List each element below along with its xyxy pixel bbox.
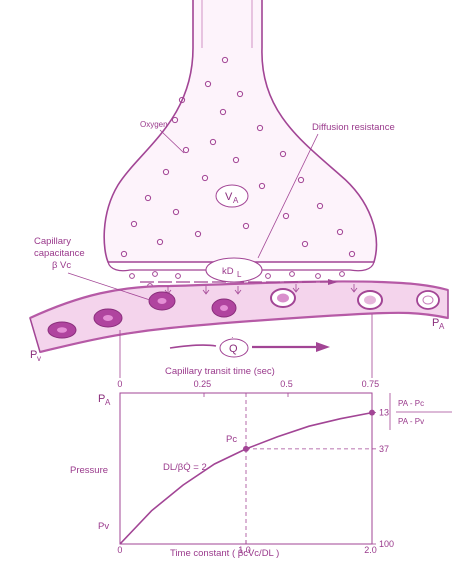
top-tick-label: 0.25 — [194, 379, 212, 389]
red-blood-cell-icon — [149, 292, 175, 310]
top-tick-label: 0 — [117, 379, 122, 389]
point-label-pc: Pc — [226, 434, 237, 445]
svg-text:capacitance: capacitance — [34, 248, 85, 259]
oxygen-label: Oxygen — [140, 120, 168, 129]
red-blood-cell-icon — [212, 299, 236, 317]
red-blood-cell-icon — [94, 309, 122, 327]
bottom-tick-label: 0 — [117, 545, 122, 555]
svg-text:Vc: Vc — [60, 260, 71, 271]
right-tick-label: 37 — [379, 444, 389, 454]
red-blood-cell-icon — [48, 322, 76, 338]
blood-flow-symbol: Q · — [220, 333, 248, 357]
diffusion-resistance-label: Diffusion resistance — [312, 122, 395, 133]
top-tick-label: 0.75 — [362, 379, 380, 389]
membrane-diffusion-symbol: kD L — [206, 258, 262, 282]
x-axis-label: Time constant ( βcVc/DL ) — [170, 548, 279, 559]
y-top-label: P A — [98, 393, 111, 407]
svg-text:L: L — [237, 270, 242, 279]
right-tick-label: 100 — [379, 539, 394, 549]
alveolus — [104, 0, 376, 271]
y-bottom-label: Pv — [98, 521, 109, 532]
svg-text:Q: Q — [229, 343, 238, 355]
top-tick-label: 0.5 — [280, 379, 293, 389]
svg-text:kD: kD — [222, 266, 234, 277]
highlight-point — [243, 446, 249, 452]
svg-text:v: v — [37, 354, 41, 363]
red-blood-cell-icon — [417, 291, 439, 309]
svg-text:A: A — [105, 398, 111, 407]
pressure-chart: P A Pressure Pv DL/βQ̇ = 2 Pc Time const… — [70, 379, 452, 559]
curve-annotation: DL/βQ̇ = 2 — [163, 462, 207, 473]
alveolar-pressure-label-vessel: P A — [432, 317, 445, 331]
svg-text:Capillary: Capillary — [34, 236, 71, 247]
flow-arrow-icon — [170, 342, 330, 352]
svg-text:·: · — [231, 333, 234, 342]
red-blood-cell-icon — [271, 289, 295, 307]
right-tick-label: 13 — [379, 408, 389, 418]
svg-text:V: V — [225, 191, 233, 203]
red-blood-cell-icon — [358, 291, 382, 309]
bottom-tick-label: 1.0 — [238, 545, 251, 555]
y-axis-label: Pressure — [70, 465, 108, 476]
svg-text:β: β — [52, 260, 58, 271]
svg-text:PA - Pc: PA - Pc — [398, 399, 424, 408]
alveolar-volume-symbol: V A — [216, 185, 248, 207]
bottom-tick-label: 2.0 — [364, 545, 377, 555]
svg-text:PA - Pv: PA - Pv — [398, 417, 424, 426]
ratio-label: PA - Pc PA - Pv — [390, 393, 452, 430]
svg-text:A: A — [439, 322, 445, 331]
transit-time-label: Capillary transit time (sec) — [165, 366, 275, 377]
chart-marks: 0 0.25 0.5 0.75 0 1.0 2.0 13 37 100 — [117, 379, 394, 555]
svg-text:A: A — [233, 196, 239, 205]
